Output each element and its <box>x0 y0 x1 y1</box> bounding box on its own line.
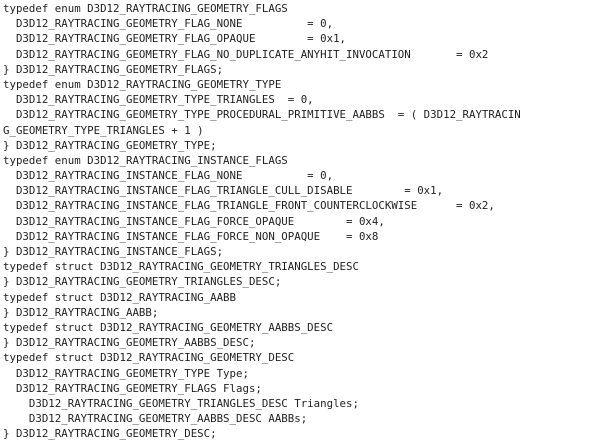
code-line: typedef struct D3D12_RAYTRACING_GEOMETRY… <box>3 320 334 334</box>
code-line: } D3D12_RAYTRACING_GEOMETRY_TYPE; <box>3 138 217 152</box>
code-line: } D3D12_RAYTRACING_GEOMETRY_TRIANGLES_DE… <box>3 275 282 289</box>
code-line: } D3D12_RAYTRACING_INSTANCE_FLAGS; <box>3 245 224 258</box>
code-line: D3D12_RAYTRACING_GEOMETRY_FLAG_NONE = 0, <box>3 17 334 31</box>
code-line: D3D12_RAYTRACING_INSTANCE_FLAG_TRIANGLE_… <box>3 184 444 198</box>
code-line: D3D12_RAYTRACING_INSTANCE_FLAG_TRIANGLE_… <box>3 199 495 213</box>
code-line: } D3D12_RAYTRACING_GEOMETRY_FLAGS; <box>3 62 224 76</box>
code-line: D3D12_RAYTRACING_GEOMETRY_FLAGS Flags; <box>3 381 262 395</box>
code-line: D3D12_RAYTRACING_INSTANCE_FLAG_FORCE_OPA… <box>3 214 385 228</box>
code-line: D3D12_RAYTRACING_INSTANCE_FLAG_FORCE_NON… <box>3 229 379 243</box>
code-line: } D3D12_RAYTRACING_AABB; <box>3 305 159 319</box>
code-listing: typedef enum D3D12_RAYTRACING_GEOMETRY_F… <box>3 1 521 441</box>
code-line: } D3D12_RAYTRACING_GEOMETRY_AABBS_DESC; <box>3 336 256 350</box>
code-line: typedef struct D3D12_RAYTRACING_GEOMETRY… <box>3 351 295 365</box>
code-line: typedef struct D3D12_RAYTRACING_GEOMETRY… <box>3 260 359 274</box>
code-line: typedef enum D3D12_RAYTRACING_GEOMETRY_T… <box>3 77 282 91</box>
code-line: G_GEOMETRY_TYPE_TRIANGLES + 1 ) <box>3 123 204 137</box>
code-line: D3D12_RAYTRACING_GEOMETRY_TYPE_TRIANGLES… <box>3 93 314 107</box>
code-line: D3D12_RAYTRACING_GEOMETRY_FLAG_OPAQUE = … <box>3 32 347 46</box>
code-line: typedef enum D3D12_RAYTRACING_INSTANCE_F… <box>3 153 288 167</box>
code-line: D3D12_RAYTRACING_GEOMETRY_FLAG_NO_DUPLIC… <box>3 47 489 61</box>
code-line: D3D12_RAYTRACING_GEOMETRY_TRIANGLES_DESC… <box>3 396 359 410</box>
code-line: D3D12_RAYTRACING_INSTANCE_FLAG_NONE = 0, <box>3 169 334 183</box>
code-line: typedef struct D3D12_RAYTRACING_AABB <box>3 290 236 304</box>
code-line: D3D12_RAYTRACING_GEOMETRY_TYPE_PROCEDURA… <box>3 108 521 122</box>
code-line: } D3D12_RAYTRACING_GEOMETRY_DESC; <box>3 427 217 441</box>
code-line: D3D12_RAYTRACING_GEOMETRY_AABBS_DESC AAB… <box>3 412 308 426</box>
code-line: D3D12_RAYTRACING_GEOMETRY_TYPE Type; <box>3 366 249 380</box>
code-line: typedef enum D3D12_RAYTRACING_GEOMETRY_F… <box>3 2 288 15</box>
